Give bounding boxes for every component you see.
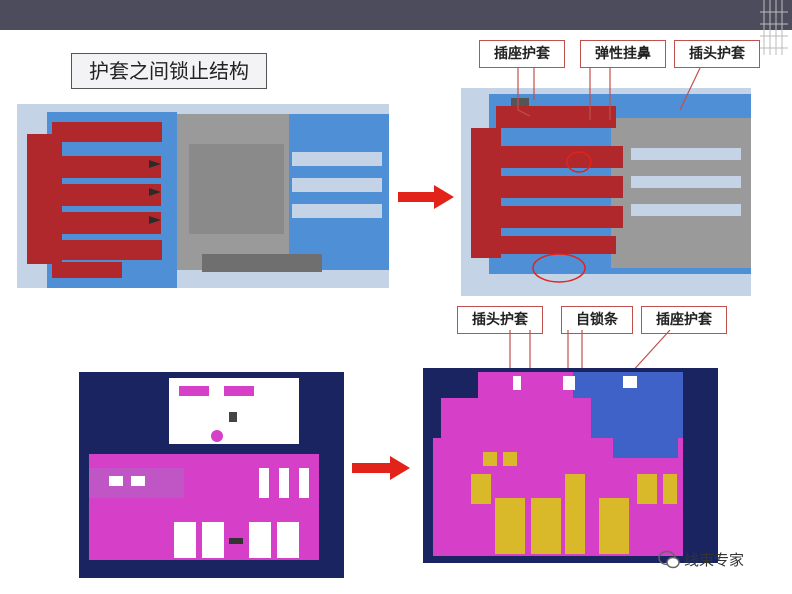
wechat-icon [658,550,680,569]
label-socket-housing-bottom: 插座护套 [641,306,727,334]
bottom-right-diagram [423,368,718,563]
bottom-leader-lines [509,330,671,375]
label-self-lock-bar: 自锁条 [561,306,633,334]
label-elastic-latch-top: 弹性挂鼻 [580,40,666,68]
bottom-left-diagram [79,372,344,578]
watermark: 线束专家 [658,546,778,574]
label-plug-housing-top: 插头护套 [674,40,760,68]
top-bar [0,0,792,30]
grid-decoration [760,0,788,55]
top-left-diagram [17,104,389,288]
label-socket-housing-top: 插座护套 [479,40,565,68]
top-leader-lines [517,67,701,120]
arrow-right-icon [352,456,410,480]
watermark-text: 线束专家 [684,551,745,569]
slide-title: 护套之间锁止结构 [71,53,267,89]
arrow-right-icon [398,185,454,209]
label-plug-housing-bottom: 插头护套 [457,306,543,334]
top-right-diagram [461,88,751,296]
